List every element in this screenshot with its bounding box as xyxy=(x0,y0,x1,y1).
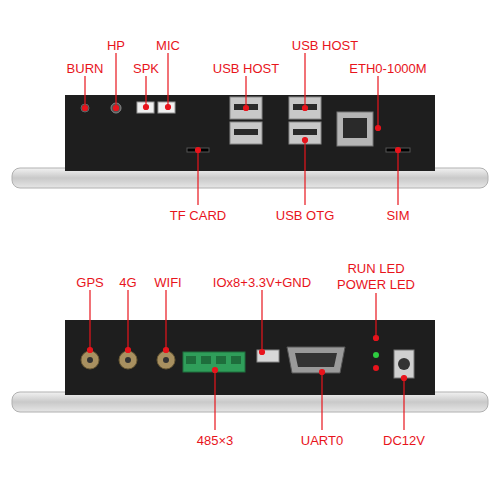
usb-port-slot xyxy=(293,104,317,110)
leader-dot xyxy=(164,348,169,353)
callout-label: 485×3 xyxy=(197,433,234,448)
usb-port-slot xyxy=(293,129,317,135)
leader-dot xyxy=(374,336,379,341)
callout-label: POWER LED xyxy=(337,277,415,292)
leader-line xyxy=(165,290,166,350)
burn-button xyxy=(81,104,89,112)
leader-line xyxy=(245,76,246,108)
callout-label: SIM xyxy=(386,208,409,223)
leader-line xyxy=(397,150,398,205)
sma-pin xyxy=(163,357,169,363)
db9-connector xyxy=(287,347,345,373)
callout-label: MIC xyxy=(156,38,180,53)
callout-label: USB HOST xyxy=(213,61,279,76)
callout-label: USB HOST xyxy=(292,38,358,53)
sma-connector xyxy=(81,351,99,369)
antenna-connectors xyxy=(81,351,175,369)
device-body xyxy=(65,320,435,395)
leader-dot xyxy=(376,126,381,131)
sma-pin xyxy=(87,357,93,363)
db9-socket xyxy=(295,353,337,367)
mic-connector xyxy=(158,102,175,113)
leader-dot xyxy=(88,348,93,353)
leader-line xyxy=(115,53,116,108)
callout-label: UART0 xyxy=(301,433,343,448)
leader-line xyxy=(304,53,305,108)
leader-lines xyxy=(83,53,401,205)
callout-label: USB OTG xyxy=(276,208,335,223)
callout-label: TF CARD xyxy=(170,208,226,223)
usb-port-slot xyxy=(234,104,258,110)
leader-dot xyxy=(126,348,131,353)
leader-line xyxy=(167,53,168,107)
leader-dot xyxy=(114,106,119,111)
leader-dot xyxy=(396,148,401,153)
leader-line xyxy=(84,76,85,108)
callout-label: HP xyxy=(107,38,125,53)
dc-jack-socket xyxy=(398,358,410,370)
ethernet-port xyxy=(337,112,373,146)
leader-dot xyxy=(303,138,308,143)
leader-line xyxy=(304,140,305,205)
terminal-screw xyxy=(186,356,196,364)
leader-dot xyxy=(144,105,149,110)
leader-line xyxy=(145,76,146,107)
dc-jack xyxy=(394,350,414,378)
device-body xyxy=(65,95,435,171)
tf-slot xyxy=(187,148,209,152)
callout-label: WIFI xyxy=(154,275,181,290)
callout-label: IOx8+3.3V+GND xyxy=(213,275,311,290)
leader-line xyxy=(197,150,198,205)
terminal-screw xyxy=(216,356,226,364)
sma-connector xyxy=(157,351,175,369)
leader-line xyxy=(89,290,90,350)
leader-dot xyxy=(83,106,88,111)
sim-slot xyxy=(386,148,410,152)
terminal-screw xyxy=(231,356,241,364)
leader-line xyxy=(403,378,404,430)
power-led xyxy=(373,365,379,371)
leader-dot xyxy=(402,376,407,381)
leader-line xyxy=(377,76,378,128)
leader-dot xyxy=(260,350,265,355)
callout-label: GPS xyxy=(76,275,103,290)
usb-port xyxy=(230,122,262,144)
ethernet-port-socket xyxy=(343,118,367,138)
callout-label: BURN xyxy=(67,61,104,76)
run-led xyxy=(373,352,379,358)
usb-port-slot xyxy=(234,129,258,135)
leader-dot xyxy=(196,148,201,153)
leader-line xyxy=(214,370,215,430)
leader-line xyxy=(261,290,262,352)
callout-label: SPK xyxy=(133,61,159,76)
leader-line xyxy=(321,372,322,430)
leader-dot xyxy=(320,370,325,375)
callout-label: ETH0-1000M xyxy=(349,61,426,76)
leader-lines xyxy=(88,290,407,430)
leader-line xyxy=(375,293,376,338)
leader-dot xyxy=(244,106,249,111)
callout-label: 4G xyxy=(119,275,136,290)
callout-label: DC12V xyxy=(383,433,425,448)
callout-label: RUN LED xyxy=(347,261,404,276)
leader-line xyxy=(127,290,128,350)
terminal-block xyxy=(183,352,245,372)
leader-dot xyxy=(303,106,308,111)
io-connector xyxy=(257,350,279,362)
terminal-screw xyxy=(201,356,211,364)
sma-pin xyxy=(125,357,131,363)
sma-connector xyxy=(119,351,137,369)
leader-dot xyxy=(213,368,218,373)
usb-port xyxy=(289,122,321,144)
leader-dot xyxy=(166,105,171,110)
